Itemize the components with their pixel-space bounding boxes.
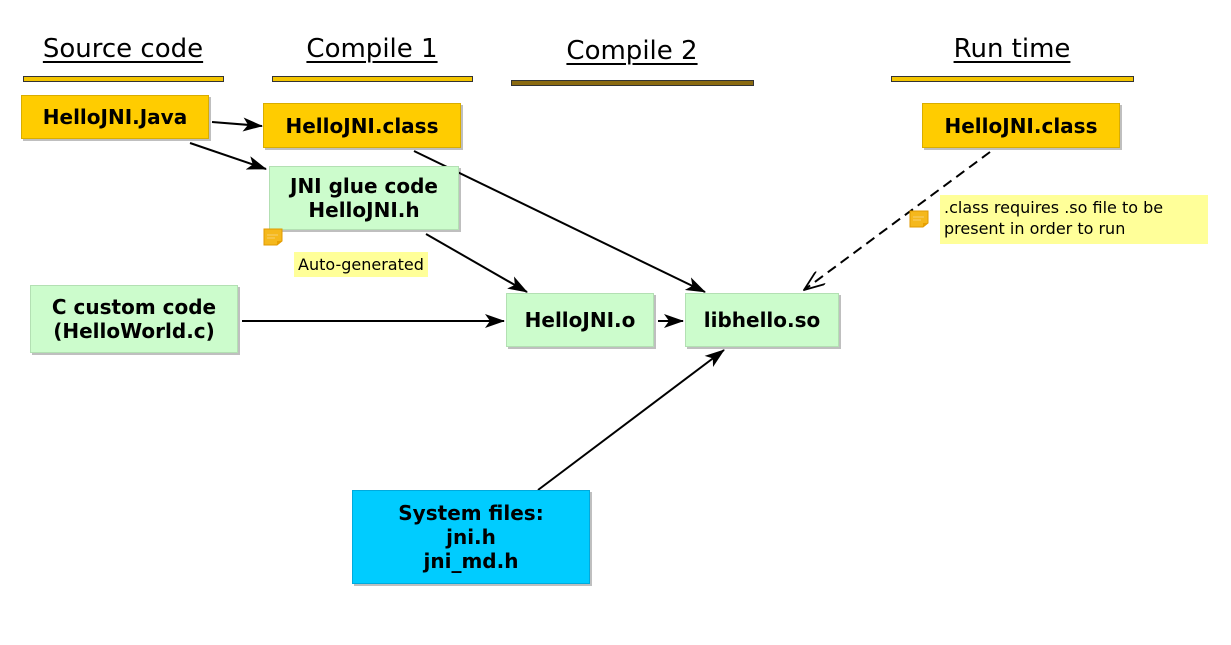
heading-bar-compile-2 xyxy=(511,80,754,86)
note-auto-generated: Auto-generated xyxy=(294,252,428,277)
note-line1: .class requires .so file to be xyxy=(944,198,1164,217)
node-label-line2: (HelloWorld.c) xyxy=(53,319,215,343)
node-hellojni-class-runtime[interactable]: HelloJNI.class xyxy=(922,103,1120,148)
note-runtime-requirement: .class requires .so file to be present i… xyxy=(940,195,1208,244)
heading-source-code: Source code xyxy=(42,34,204,64)
heading-compile-1: Compile 1 xyxy=(306,34,438,64)
node-label: HelloJNI.Java xyxy=(42,105,188,129)
heading-bar-run-time xyxy=(891,76,1134,82)
node-label: HelloJNI.o xyxy=(524,308,636,332)
edge-java-to-class xyxy=(211,117,263,132)
heading-bar-source-code xyxy=(23,76,224,82)
node-label-line2: HelloJNI.h xyxy=(308,198,420,222)
node-label-line3: jni_md.h xyxy=(423,549,519,573)
sticky-note-icon[interactable] xyxy=(909,210,929,228)
note-line2: present in order to run xyxy=(944,219,1126,238)
edge-java-to-jni-glue xyxy=(189,142,267,170)
heading-bar-compile-1 xyxy=(272,76,473,82)
node-label: HelloJNI.class xyxy=(944,113,1098,138)
node-c-custom-code[interactable]: C custom code (HelloWorld.c) xyxy=(30,285,238,353)
node-hellojni-o[interactable]: HelloJNI.o xyxy=(506,293,654,347)
edge-jni-glue-to-object xyxy=(425,233,528,293)
node-label: libhello.so xyxy=(703,308,821,332)
node-libhello-so[interactable]: libhello.so xyxy=(685,293,839,347)
node-hellojni-java[interactable]: HelloJNI.Java xyxy=(21,95,209,139)
sticky-note-icon[interactable] xyxy=(263,228,283,246)
node-label-line1: System files: xyxy=(398,501,544,525)
node-label-line1: JNI glue code xyxy=(290,174,438,198)
heading-run-time: Run time xyxy=(953,34,1071,64)
node-system-files[interactable]: System files: jni.h jni_md.h xyxy=(352,490,590,584)
node-label: HelloJNI.class xyxy=(285,113,439,138)
node-label-line1: C custom code xyxy=(51,295,217,319)
edge-system-to-libhello xyxy=(537,349,725,491)
heading-compile-2: Compile 2 xyxy=(566,36,698,66)
node-hellojni-class-compile[interactable]: HelloJNI.class xyxy=(263,103,461,148)
node-jni-glue-code[interactable]: JNI glue code HelloJNI.h xyxy=(269,166,459,230)
node-label-line2: jni.h xyxy=(446,525,496,549)
